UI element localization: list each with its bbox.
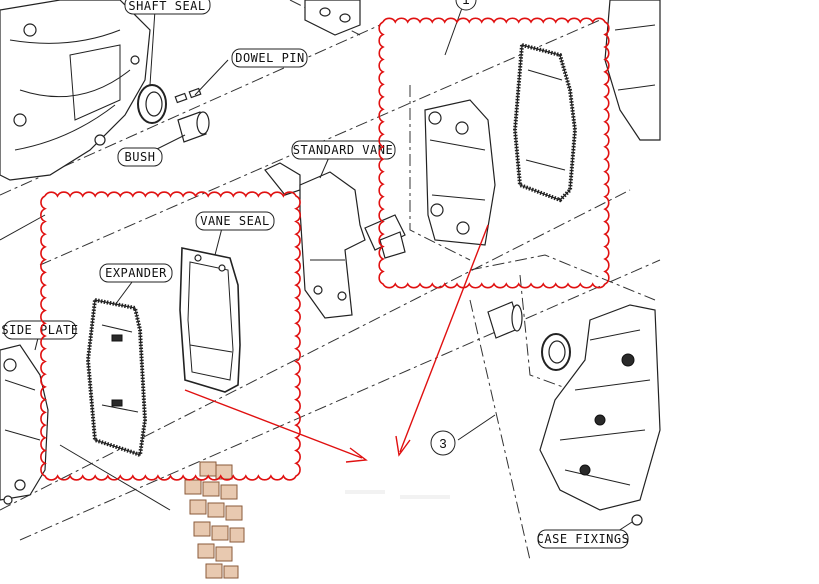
side-plate-part — [0, 344, 49, 505]
vane-seal-part — [179, 247, 241, 393]
label-expander: EXPANDER — [99, 263, 173, 283]
label-vane-seal-text: VANE SEAL — [200, 214, 270, 228]
label-standard-vane: STANDARD VANE — [291, 140, 396, 160]
expander-part — [85, 297, 148, 458]
bush-part — [177, 111, 210, 143]
callout-number-3: 3 — [430, 430, 456, 456]
label-case-fixings: CASE FIXINGS — [537, 529, 630, 549]
vane-seal-gasket-part — [512, 42, 578, 203]
label-side-plate: SIDE PLATE — [1, 320, 78, 340]
pump-body-bottom-right — [487, 301, 661, 526]
label-shaft-seal: SHAFT SEAL — [124, 0, 211, 15]
markup-cloud-left — [40, 191, 301, 481]
orange-block-stack — [184, 461, 245, 579]
shaft-seal-part — [137, 84, 167, 124]
label-side-plate-text: SIDE PLATE — [1, 323, 78, 337]
assembly-axis-lines — [0, 0, 661, 561]
dowel-pin-part — [174, 87, 202, 104]
markup-arrow-left — [184, 389, 368, 463]
label-bush: BUSH — [117, 147, 163, 167]
pump-housing-top-left — [0, 0, 151, 181]
callout-number-1-text: 1 — [462, 0, 469, 7]
label-shaft-seal-text: SHAFT SEAL — [128, 0, 205, 13]
erased-area — [305, 478, 495, 558]
standard-vane-part — [264, 162, 406, 319]
vane-plate-part — [424, 99, 496, 246]
callout-number-3-text: 3 — [439, 436, 446, 451]
label-standard-vane-text: STANDARD VANE — [293, 143, 393, 157]
label-vane-seal: VANE SEAL — [195, 211, 275, 231]
label-expander-text: EXPANDER — [105, 266, 167, 280]
callout-number-1: 1 — [455, 0, 477, 11]
markup-arrow-right — [395, 224, 489, 457]
label-dowel-pin-text: DOWEL PIN — [235, 51, 305, 65]
label-bush-text: BUSH — [125, 150, 156, 164]
pump-body-top-right — [604, 0, 661, 141]
label-case-fixings-text: CASE FIXINGS — [537, 532, 630, 546]
markup-cloud-right — [378, 17, 610, 289]
top-small-part — [304, 0, 361, 36]
label-dowel-pin: DOWEL PIN — [231, 48, 308, 68]
